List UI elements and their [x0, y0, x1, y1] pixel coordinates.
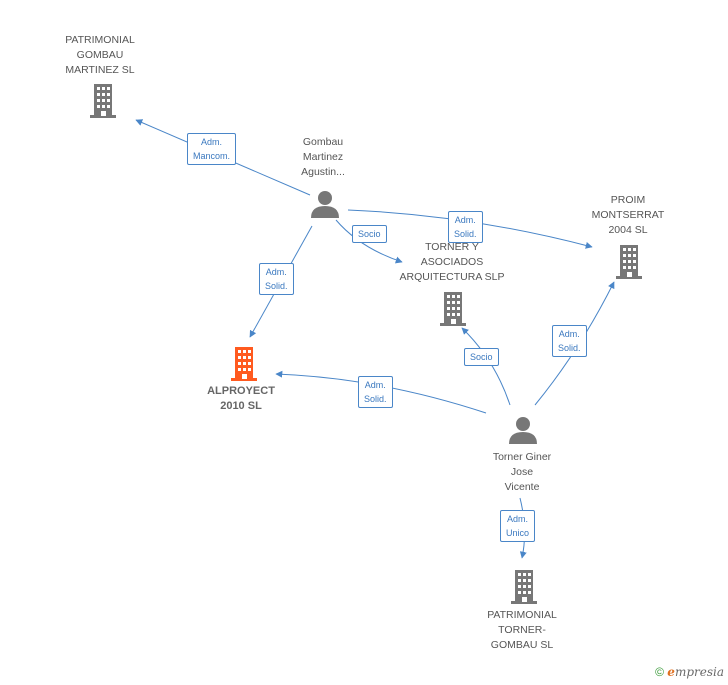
node-label-patrimonial-torner[interactable]: PATRIMONIAL TORNER- GOMBAU SL	[487, 609, 557, 651]
node-label-patrimonial-gombau[interactable]: PATRIMONIAL GOMBAU MARTINEZ SL	[65, 34, 135, 76]
edge-label-adm-solid: Adm. Solid.	[552, 325, 587, 357]
building-icon[interactable]	[616, 245, 642, 279]
brand-logo: empresia	[667, 665, 724, 679]
node-label-proim[interactable]: PROIM MONTSERRAT 2004 SL	[591, 194, 665, 236]
edge-label-socio: Socio	[464, 348, 499, 366]
node-label-torner-person[interactable]: Torner Giner Jose Vicente	[492, 451, 552, 493]
edge-label-adm-solid: Adm. Solid.	[448, 211, 483, 243]
edge-label-adm-solid: Adm. Solid.	[358, 376, 393, 408]
person-icon[interactable]	[509, 417, 537, 444]
building-icon[interactable]	[511, 570, 537, 604]
building-icon-main[interactable]	[231, 347, 257, 381]
edge-torner-to-torner-asociados	[461, 327, 511, 406]
edge-label-adm-mancom: Adm. Mancom.	[187, 133, 237, 165]
edge-label-adm-unico: Adm. Unico	[500, 510, 536, 542]
node-label-gombau-person[interactable]: Gombau Martinez Agustin...	[301, 136, 345, 178]
person-icon[interactable]	[311, 191, 339, 218]
node-label-torner-asociados[interactable]: TORNER Y ASOCIADOS ARQUITECTURA SLP	[399, 241, 505, 283]
node-label-alproyect[interactable]: ALPROYECT 2010 SL	[207, 385, 275, 412]
brand-footer[interactable]: © empresia	[655, 665, 724, 679]
edge-gombau-to-torner-asociados	[335, 219, 403, 264]
edge-label-socio: Socio	[352, 225, 387, 243]
building-icon[interactable]	[440, 292, 466, 326]
edge-label-adm-solid: Adm. Solid.	[259, 263, 294, 295]
copyright-symbol: ©	[655, 665, 664, 679]
building-icon[interactable]	[88, 84, 118, 118]
